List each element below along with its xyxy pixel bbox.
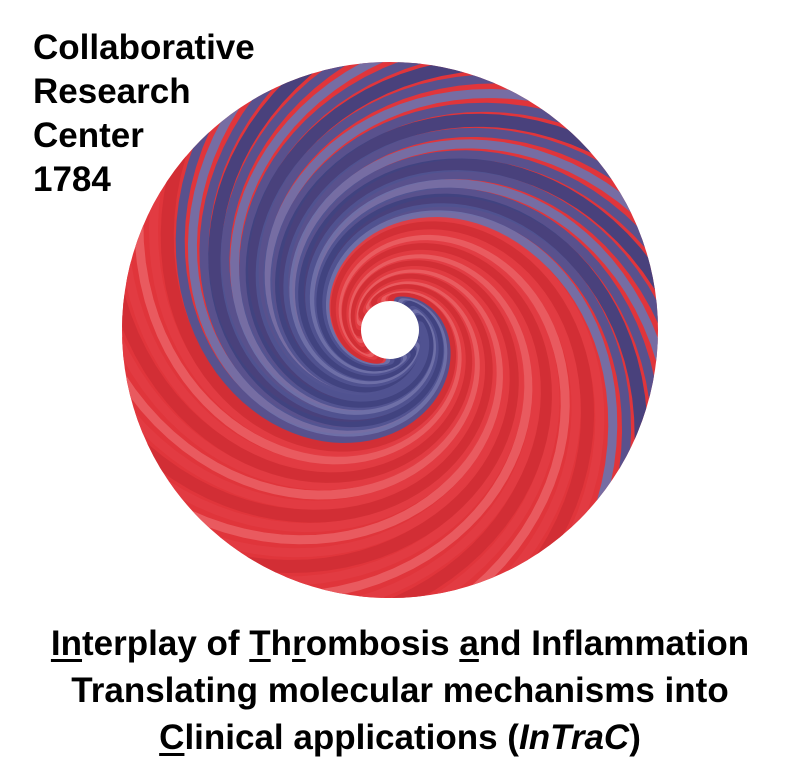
org-line-3: Center	[33, 116, 144, 155]
org-line-1: Collaborative	[33, 28, 255, 67]
tagline-text-1d: nd Inflammation	[478, 624, 750, 663]
tagline-text-1a: terplay of	[82, 624, 250, 663]
tagline-underline-c: C	[159, 718, 185, 757]
tagline-underline-in: In	[50, 624, 83, 663]
tagline-underline-t: T	[249, 624, 271, 663]
tagline-text-3a: linical applications (	[184, 718, 519, 757]
tagline-line-1: Interplay of Thrombosis and Inflammation	[0, 620, 800, 667]
tagline-acronym: InTraC	[518, 718, 630, 757]
org-line-2: Research	[33, 72, 191, 111]
spiral-swirl-logo-icon	[122, 62, 658, 598]
org-line-4: 1784	[33, 160, 111, 199]
tagline-line-2: Translating molecular mechanisms into	[71, 671, 729, 710]
tagline-underline-r: r	[292, 624, 306, 663]
tagline-line-3: Clinical applications (InTraC)	[0, 714, 800, 761]
organization-name: Collaborative Research Center 1784	[33, 26, 255, 202]
tagline-text-1c: ombosis	[305, 624, 460, 663]
tagline-underline-a: a	[459, 624, 479, 663]
tagline: Interplay of Thrombosis and Inflammation…	[0, 620, 800, 761]
logo-center-hole	[361, 301, 419, 359]
tagline-text-3b: )	[629, 718, 641, 757]
tagline-text-1b: h	[270, 624, 293, 663]
